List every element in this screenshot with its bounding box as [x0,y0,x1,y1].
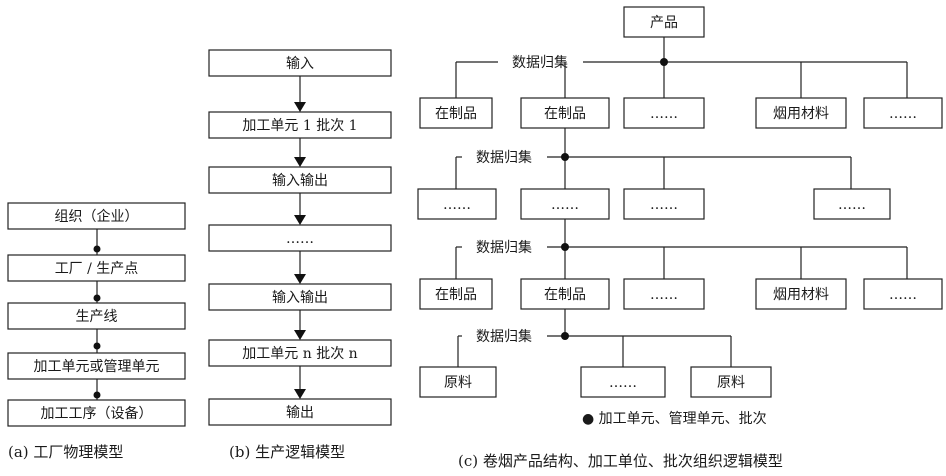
panel-c-root-box [623,6,705,38]
panel-c-row4-box-2 [580,366,666,398]
panel-b-box-5-label: 输入输出 [272,290,328,306]
panel-b-box-7 [208,398,392,426]
panel-c-row2-label-4: …… [838,197,866,213]
panel-b-box-3 [208,166,392,194]
panel-c-caption: (c) 卷烟产品结构、加工单位、批次组织逻辑模型 [458,452,783,470]
panel-a-box-2-label: 工厂 / 生产点 [55,261,139,277]
panel-c-row2-box-1 [417,188,497,220]
panel-c-row1-label-1: 在制品 [435,106,477,122]
panel-b-caption: (b) 生产逻辑模型 [229,443,345,461]
panel-a-box-1 [7,202,186,230]
panel-c-collect-label-2: 数据归集 [476,149,532,166]
panel-c-node-2 [561,153,569,161]
panel-c-node-1 [660,58,668,66]
panel-b-box-7-label: 输出 [286,405,314,421]
panel-c-row4-label-2: …… [609,375,637,391]
panel-c-row1-box-5 [863,97,943,129]
panel-c: 产品 数据归集 在制品 在制品 …… 烟用材料 …… 数据归集 …… [417,6,943,470]
panel-c-collect-label-3: 数据归集 [476,239,532,256]
panel-b-box-6 [208,339,392,367]
panel-c-row3-label-1: 在制品 [435,287,477,303]
panel-a-box-4 [7,352,186,380]
panel-c-row1-label-3: …… [650,106,678,122]
panel-c-row3-box-1 [419,278,493,310]
panel-c-row2-label-3: …… [650,197,678,213]
panel-c-row2-label-1: …… [443,197,471,213]
panel-b-box-2 [208,111,392,139]
panel-a-box-4-label: 加工单元或管理单元 [34,359,160,375]
panel-c-row1-label-5: …… [889,106,917,122]
panel-c-row3-box-2 [520,278,610,310]
panel-c-row4-box-3 [690,366,772,398]
panel-c-row1-box-2 [520,97,610,129]
panel-c-row1-box-3 [623,97,705,129]
panel-b-box-2-label: 加工单元 1 批次 1 [242,118,357,134]
panel-c-row1-box-1 [419,97,493,129]
panel-c-row3-box-5 [863,278,943,310]
panel-c-node-3 [561,243,569,251]
panel-c-row1-label-4: 烟用材料 [773,106,829,122]
panel-c-row4-label-3: 原料 [717,375,745,391]
panel-a-node-4 [93,391,101,399]
panel-c-row4-label-1: 原料 [444,375,472,391]
panel-b-box-4-label: …… [286,231,314,247]
panel-c-row3-label-3: …… [650,287,678,303]
panel-a-box-5 [7,399,186,427]
panel-c-row3-label-4: 烟用材料 [773,287,829,303]
panel-b-box-1 [208,49,392,77]
panel-b-arrowhead-3 [294,215,306,225]
panel-c-node-4 [561,332,569,340]
panel-b-arrowhead-2 [294,157,306,167]
panel-b-arrowhead-5 [294,330,306,340]
panel-c-row3-label-2: 在制品 [544,287,586,303]
panel-a-box-3-label: 生产线 [76,309,118,325]
panel-c-collect-label-4: 数据归集 [476,328,532,345]
panel-a-box-2 [7,254,186,282]
panel-b-arrowhead-6 [294,389,306,399]
panel-b-box-6-label: 加工单元 n 批次 n [242,346,357,362]
panel-b-arrowhead-1 [294,102,306,112]
panel-a-node-3 [93,342,101,350]
panel-c-row2-label-2: …… [551,197,579,213]
panel-c-collect-label-1: 数据归集 [512,54,568,71]
panel-c-row3-box-4 [755,278,847,310]
panel-b-arrowhead-4 [294,274,306,284]
panel-b-box-5 [208,283,392,311]
panel-b-box-1-label: 输入 [286,56,314,72]
panel-c-legend: ● 加工单元、管理单元、批次 [582,411,767,427]
panel-b-box-3-label: 输入输出 [272,173,328,189]
panel-a-box-5-label: 加工工序（设备） [41,405,153,422]
panel-c-row4-box-1 [419,366,497,398]
panel-c-row1-box-4 [755,97,847,129]
panel-a-box-1-label: 组织（企业） [55,208,139,225]
panel-c-row3-label-5: …… [889,287,917,303]
panel-c-row2-box-2 [520,188,610,220]
panel-b: 输入 加工单元 1 批次 1 输入输出 …… 输入输出 加工单元 n 批次 n … [208,49,392,461]
panel-c-row2-box-4 [813,188,891,220]
panel-a-node-1 [93,245,101,253]
panel-c-row3-box-3 [623,278,705,310]
panel-c-row1-label-2: 在制品 [544,106,586,122]
panel-a: 组织（企业） 工厂 / 生产点 生产线 加工单元或管理单元 加工工序（设备） (… [7,202,186,461]
panel-c-root-label: 产品 [650,15,678,31]
panel-c-row2-box-3 [623,188,705,220]
panel-b-box-4 [208,224,392,252]
panel-a-node-2 [93,294,101,302]
panel-a-caption: (a) 工厂物理模型 [8,443,123,461]
panel-a-box-3 [7,302,186,330]
